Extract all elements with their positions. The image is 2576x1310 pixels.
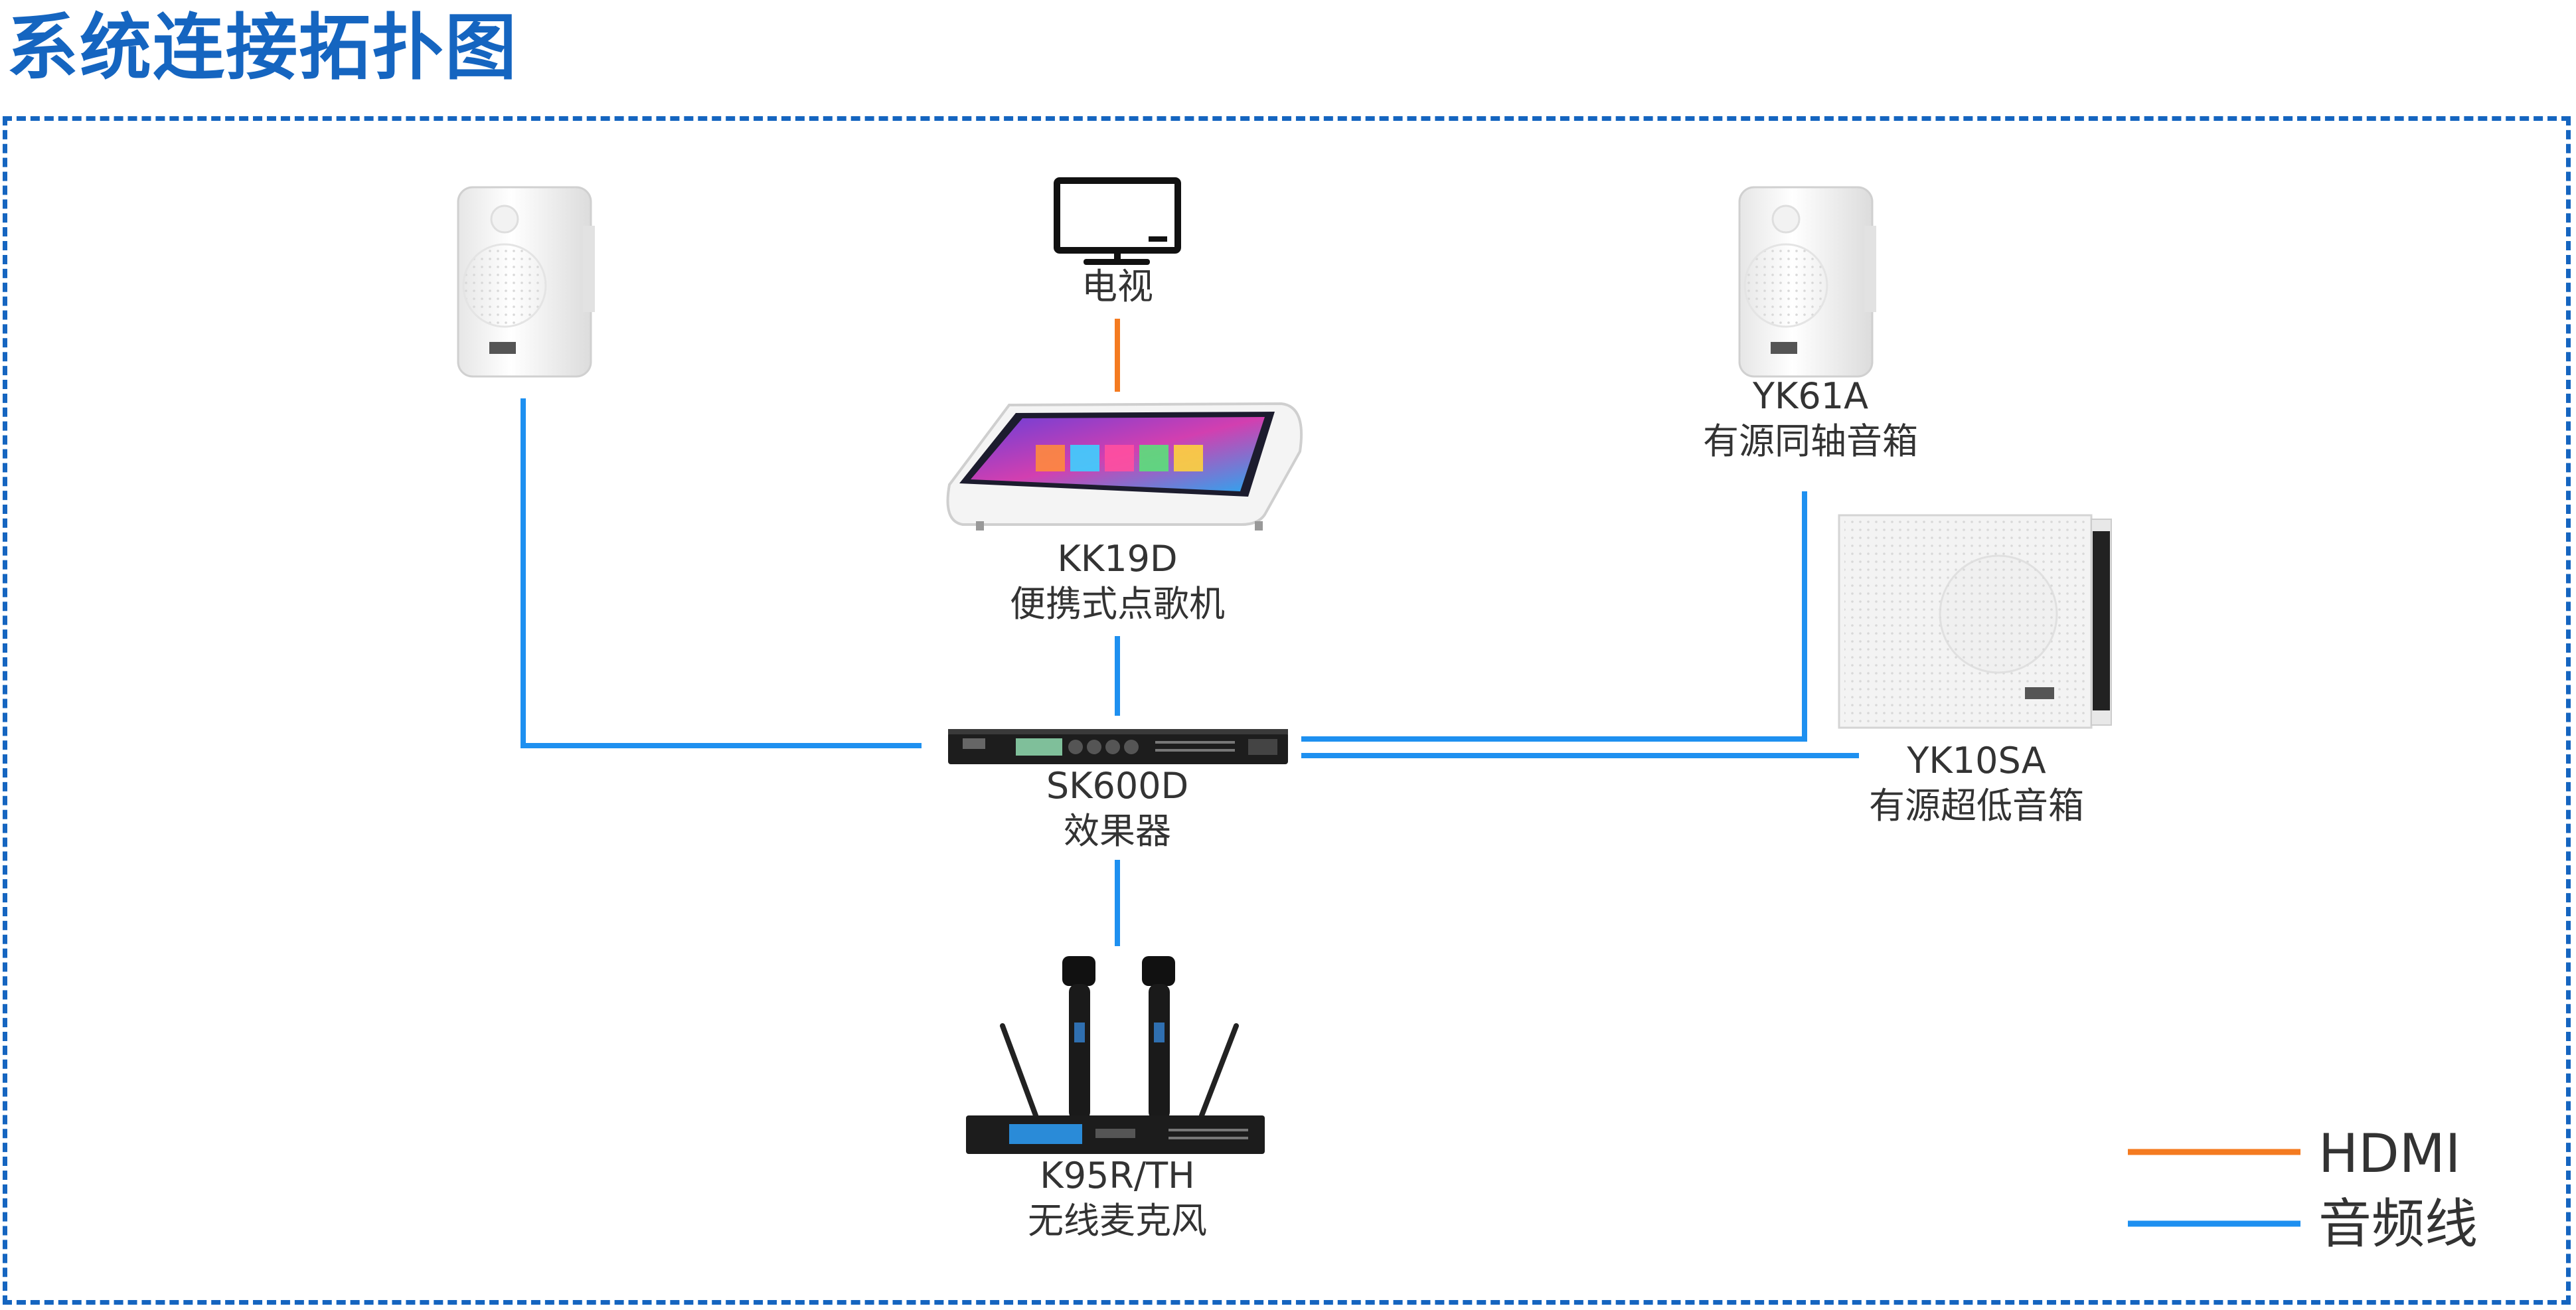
connection-lines: [521, 319, 1859, 946]
subwoofer-name: 有源超低音箱: [1869, 785, 2084, 827]
microphone-image: [966, 956, 1265, 1154]
tv-icon: [1054, 177, 1181, 265]
microphone-label: K95R/TH 无线麦克风: [1028, 1153, 1207, 1244]
subwoofer-image: [1838, 514, 2112, 729]
diagram-title: 系统连接拓扑图: [7, 7, 519, 90]
effector-model: SK600D: [1046, 765, 1189, 807]
speaker-right-name: 有源同轴音箱: [1703, 420, 1918, 462]
jukebox-image: [946, 402, 1303, 531]
audio-line-right-speaker: [1301, 491, 1807, 742]
effector-label: SK600D 效果器: [1046, 764, 1188, 854]
audio-line-left-speaker: [521, 398, 922, 748]
speaker-left-image: [457, 186, 595, 378]
jukebox-label: KK19D 便携式点歌机: [1010, 536, 1225, 627]
legend-hdmi-label: HDMI: [2318, 1123, 2461, 1185]
microphone-name: 无线麦克风: [1028, 1200, 1207, 1242]
speaker-right-model: YK61A: [1752, 375, 1869, 417]
tv-label: 电视: [1082, 264, 1153, 309]
diagram-frame: [3, 116, 2571, 1305]
jukebox-name: 便携式点歌机: [1010, 583, 1225, 625]
subwoofer-label: YK10SA 有源超低音箱: [1869, 738, 2084, 829]
effector-name: 效果器: [1064, 810, 1171, 852]
tv-name: 电视: [1082, 266, 1153, 307]
effector-image: [948, 729, 1288, 764]
legend: [2128, 1149, 2300, 1227]
jukebox-model: KK19D: [1057, 538, 1178, 580]
legend-audio-label: 音频线: [2318, 1193, 2478, 1255]
speaker-right-label: YK61A 有源同轴音箱: [1703, 374, 1918, 464]
subwoofer-model: YK10SA: [1907, 740, 2046, 781]
microphone-model: K95R/TH: [1040, 1155, 1195, 1196]
speaker-right-image: [1738, 186, 1876, 378]
